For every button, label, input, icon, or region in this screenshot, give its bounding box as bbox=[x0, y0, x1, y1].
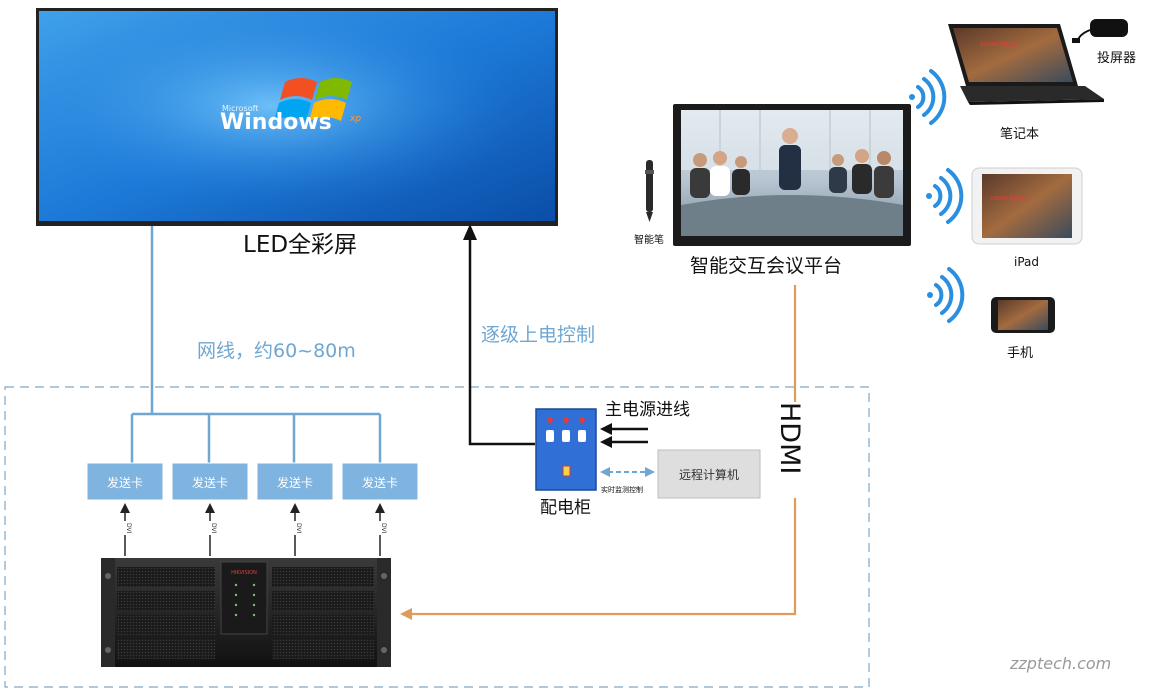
wifi-icon-phone bbox=[927, 267, 965, 323]
monitoring-label: 实时监测控制 bbox=[601, 485, 643, 494]
meeting-platform-display bbox=[673, 104, 911, 246]
ipad-device: VISION 商用显示 bbox=[971, 167, 1083, 245]
send-card-label-3: 发送卡 bbox=[277, 475, 313, 490]
led-screen-title: LED全彩屏 bbox=[243, 232, 357, 258]
dvi-label-3: DVI bbox=[295, 523, 302, 534]
send-card-label-4: 发送卡 bbox=[362, 475, 398, 490]
windows-logo-icon bbox=[274, 78, 352, 121]
wifi-icon-laptop bbox=[909, 69, 947, 125]
laptop-screen-brand: VISION 商用显示 bbox=[980, 41, 1019, 48]
cast-dongle-icon bbox=[1072, 19, 1128, 43]
processor-brand: HIKVISION bbox=[231, 570, 257, 576]
cast-dongle-label: 投屏器 bbox=[1097, 50, 1136, 66]
send-card-2 bbox=[171, 462, 249, 501]
main-power-arrows bbox=[600, 423, 648, 448]
remote-computer-box bbox=[657, 449, 761, 499]
dvi-labels: DVI DVI DVI DVI bbox=[121, 521, 387, 535]
monitoring-link bbox=[600, 467, 655, 477]
remote-computer-label: 远程计算机 bbox=[679, 467, 739, 482]
laptop-label: 笔记本 bbox=[1000, 126, 1039, 142]
cabinet-label: 配电柜 bbox=[540, 498, 591, 518]
power-control-line bbox=[463, 224, 535, 446]
watermark-text: zzptech.com bbox=[1009, 654, 1111, 673]
laptop-device: VISION 商用显示 bbox=[948, 24, 1104, 105]
led-screen: Microsoft Windows xp bbox=[36, 8, 558, 226]
ipad-screen-brand: VISION 商用显示 bbox=[990, 195, 1029, 202]
send-card-3 bbox=[256, 462, 334, 501]
send-card-label-2: 发送卡 bbox=[192, 475, 228, 490]
main-power-label: 主电源进线 bbox=[605, 400, 690, 420]
phone-label: 手机 bbox=[1007, 346, 1033, 361]
meeting-people bbox=[690, 128, 894, 198]
hdmi-label: HDMI bbox=[774, 402, 805, 474]
hdmi-cable bbox=[400, 285, 810, 620]
dvi-connections bbox=[120, 503, 385, 556]
smart-pen-label: 智能笔 bbox=[634, 233, 664, 246]
send-card-1 bbox=[86, 462, 164, 501]
equipment-room-boundary bbox=[4, 386, 870, 688]
send-card-4 bbox=[341, 462, 419, 501]
dvi-label-4: DVI bbox=[380, 523, 387, 534]
video-processor: HIKVISION bbox=[101, 558, 391, 667]
dvi-label-2: DVI bbox=[210, 523, 217, 534]
led-brand-sup: xp bbox=[349, 114, 361, 124]
power-control-label: 逐级上电控制 bbox=[481, 324, 595, 346]
smart-pen-icon bbox=[645, 160, 654, 222]
send-card-group: 发送卡 发送卡 发送卡 发送卡 bbox=[86, 462, 419, 501]
send-card-label-1: 发送卡 bbox=[107, 475, 143, 490]
phone-device bbox=[991, 297, 1055, 333]
distribution-cabinet bbox=[535, 408, 597, 491]
network-cable-label: 网线，约60~80m bbox=[197, 340, 356, 362]
dvi-label-1: DVI bbox=[125, 523, 132, 534]
led-brand-word: Windows bbox=[220, 110, 332, 135]
ipad-label: iPad bbox=[1014, 255, 1039, 269]
network-cable bbox=[130, 226, 382, 463]
led-brand-small: Microsoft bbox=[222, 104, 258, 113]
wifi-icon-ipad bbox=[926, 168, 964, 224]
meeting-platform-title: 智能交互会议平台 bbox=[690, 255, 842, 277]
